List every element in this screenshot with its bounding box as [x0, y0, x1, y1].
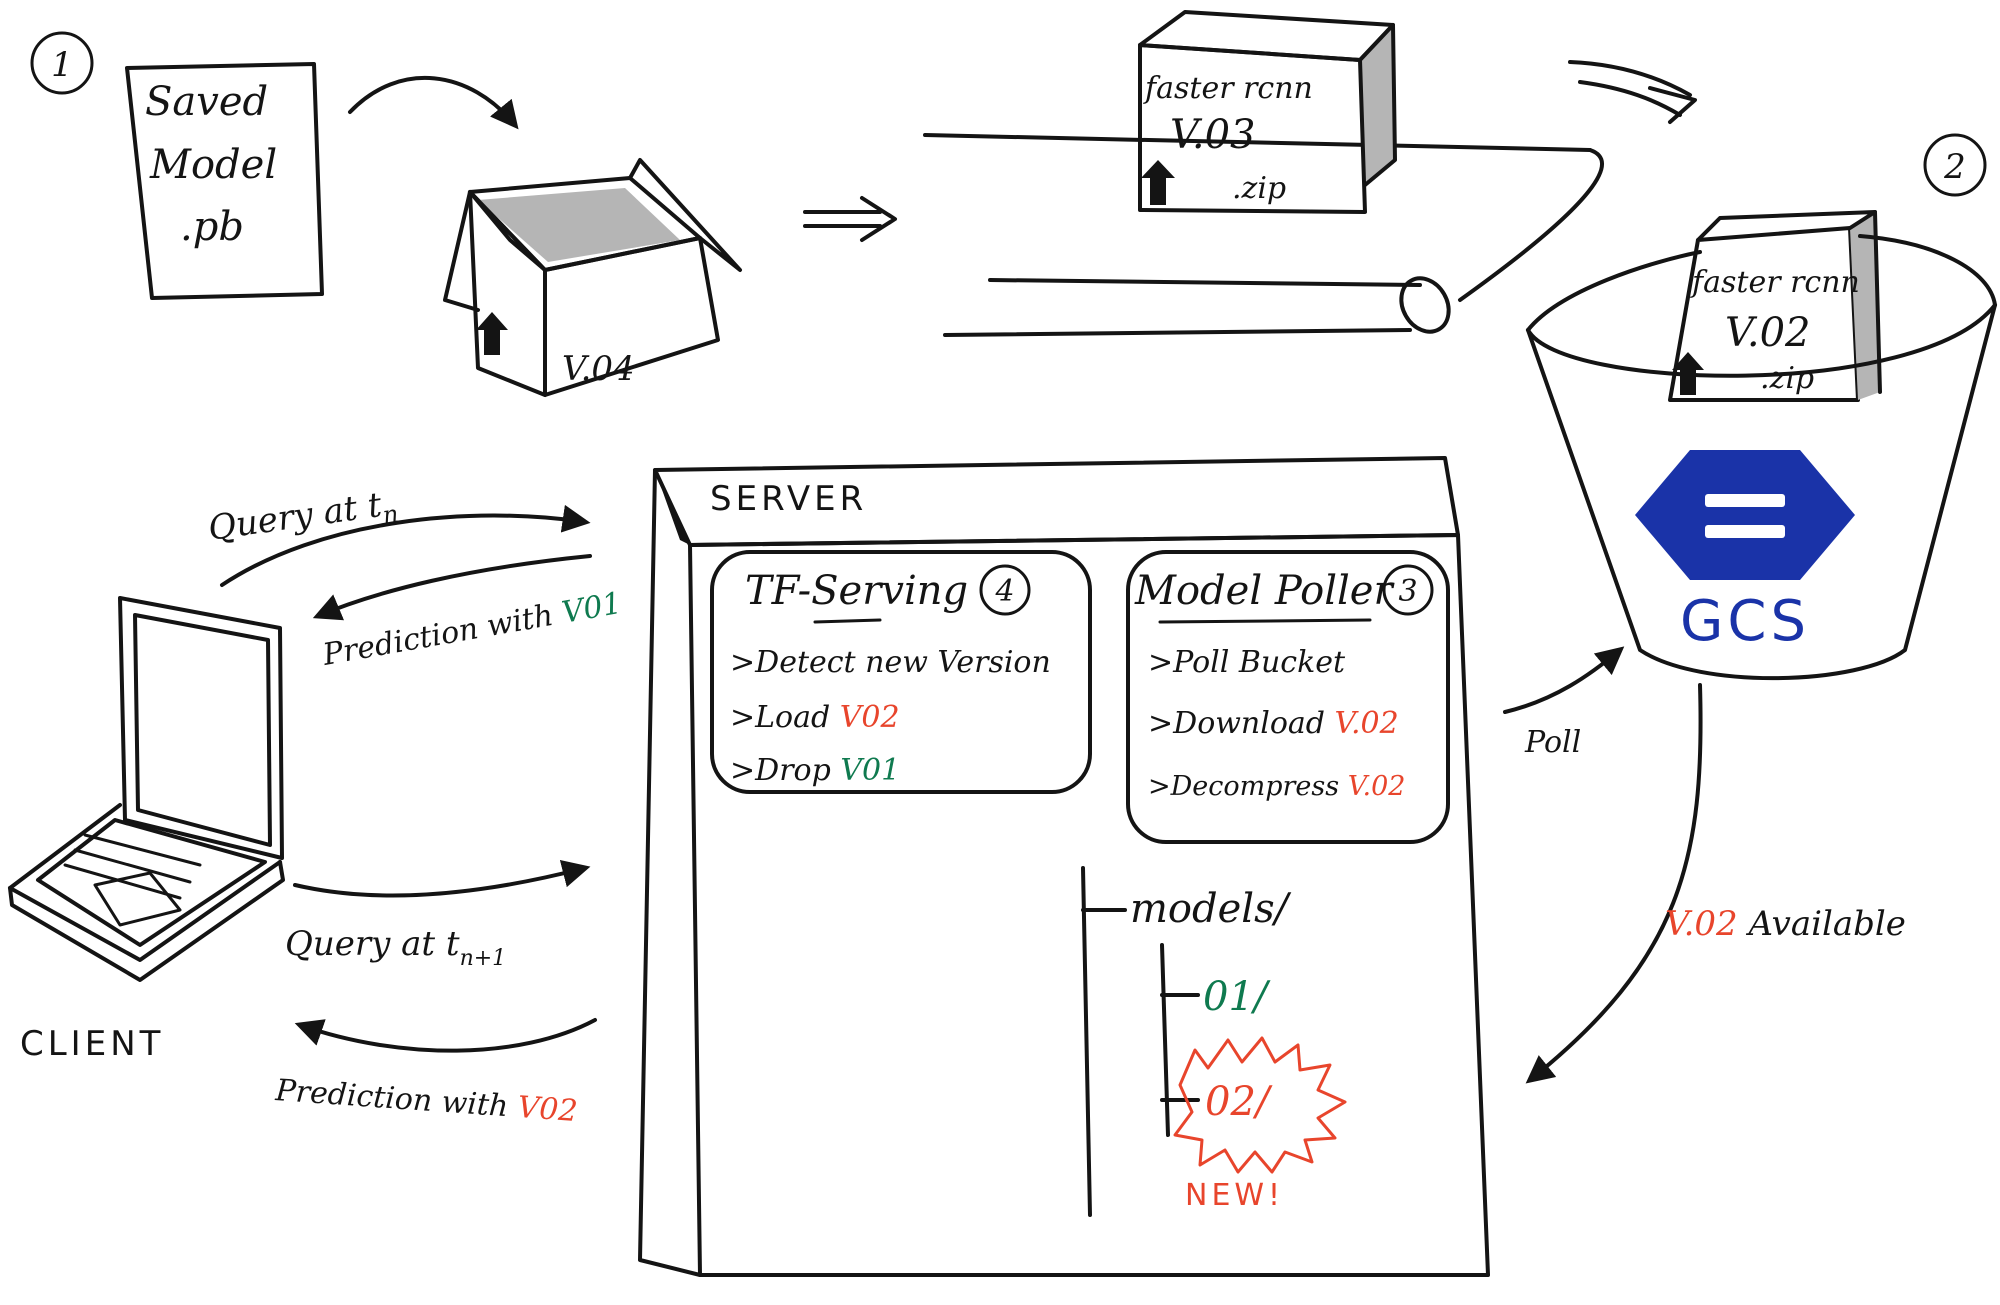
box-v03-name: faster rcnn: [1143, 71, 1313, 106]
box-v02-name: faster rcnn: [1690, 265, 1860, 300]
gcs-bucket: faster rcnn V.02 .zip GCS: [1526, 210, 1997, 681]
tf-serving-title: TF-Serving: [745, 568, 968, 614]
availability-label: V.02 Available: [1665, 904, 1906, 944]
saved-model-file: Saved Model .pb: [125, 62, 324, 300]
query-2-label: Query at tn+1: [285, 924, 506, 971]
response-1: Prediction with V01: [312, 554, 624, 673]
gcs-logo-icon: [1635, 450, 1855, 580]
new-label: NEW!: [1185, 1178, 1284, 1213]
client-label: CLIENT: [20, 1024, 164, 1064]
svg-text:2: 2: [1943, 147, 1966, 187]
tf-serving-panel: TF-Serving 4 >Detect new Version >Load V…: [710, 550, 1092, 794]
server-title: SERVER: [710, 479, 867, 519]
tf-serving-line-3: >Drop V01: [730, 753, 900, 788]
motion-lines: [1568, 60, 1697, 124]
file-line-1: Saved: [145, 79, 268, 125]
model-directory-tree: models/ 01/ 02/ NEW!: [1081, 866, 1347, 1217]
open-box-label: V.04: [562, 349, 635, 389]
tf-serving-line-1: >Detect new Version: [730, 645, 1051, 680]
availability-arrow: [1525, 683, 1703, 1084]
model-poller-number: 3: [1398, 574, 1417, 609]
model-poller-title: Model Poller: [1134, 568, 1395, 614]
box-v02-ext: .zip: [1760, 361, 1814, 396]
response-2-label: Prediction with V02: [273, 1073, 578, 1129]
step-1-marker: 1: [30, 31, 94, 95]
file-line-2: Model: [149, 142, 277, 188]
box-v02-version: V.02: [1725, 310, 1811, 356]
tf-serving-line-2: >Load V02: [730, 700, 900, 735]
box-v03-on-conveyor: faster rcnn V.03 .zip: [1138, 10, 1397, 214]
new-starburst: [1173, 1036, 1347, 1174]
arrow-file-to-box: [348, 75, 519, 130]
poll-arrow: [1503, 646, 1625, 714]
tree-v2: 02/: [1205, 1079, 1273, 1125]
conveyor-belt: [923, 133, 1605, 337]
response-2: Prediction with V02: [273, 1018, 597, 1129]
tree-v1: 01/: [1203, 974, 1271, 1020]
laptop-icon: [8, 596, 285, 982]
model-poller-line-1: >Poll Bucket: [1148, 645, 1346, 680]
model-poller-panel: Model Poller 3 >Poll Bucket >Download V.…: [1126, 550, 1450, 844]
box-v03-version: V.03: [1170, 112, 1256, 158]
query-1: Query at tn: [206, 483, 591, 587]
query-2: Query at tn+1: [285, 860, 591, 971]
open-box-v04: V.04: [443, 158, 742, 397]
file-line-3: .pb: [180, 204, 244, 250]
server: SERVER TF-Serving 4 >Detect new Version …: [638, 456, 1490, 1277]
poll-label: Poll: [1524, 725, 1581, 760]
double-arrow-to-conveyor: [803, 196, 897, 242]
gcs-label: GCS: [1680, 589, 1810, 654]
tf-serving-number: 4: [994, 574, 1014, 609]
query-1-label: Query at tn: [206, 483, 400, 554]
model-poller-line-3: >Decompress V.02: [1148, 771, 1405, 802]
step-2-marker: 2: [1923, 133, 1987, 197]
box-v03-ext: .zip: [1232, 171, 1286, 206]
tree-root: models/: [1130, 886, 1292, 932]
model-poller-line-2: >Download V.02: [1148, 706, 1399, 741]
svg-text:1: 1: [51, 45, 73, 85]
